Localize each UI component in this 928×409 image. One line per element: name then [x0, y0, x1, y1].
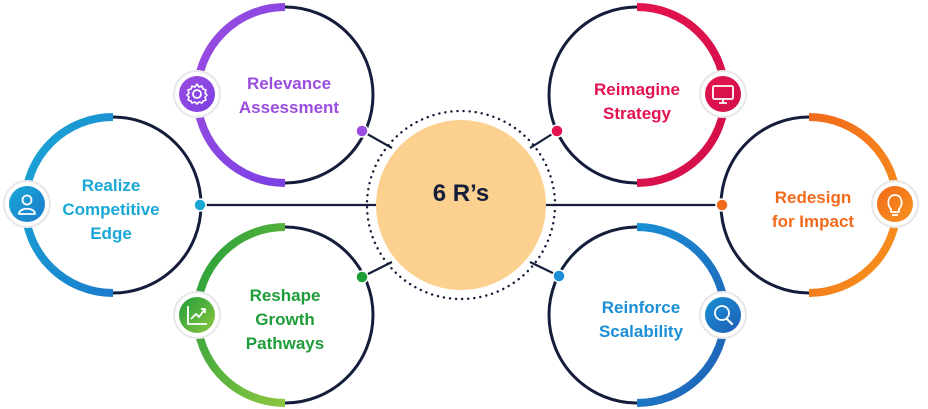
gear-icon: [173, 70, 221, 118]
lightbulb-icon: [871, 180, 919, 228]
monitor-icon: [699, 70, 747, 118]
center-dotted-ring: [365, 109, 557, 301]
dot-redesign: [715, 198, 729, 212]
dot-relevance: [355, 124, 369, 138]
label-line: Reshape: [249, 286, 321, 305]
label-line: Competitive: [62, 200, 160, 219]
dot-realize: [193, 198, 207, 212]
label-line: Edge: [90, 224, 132, 243]
chart-icon: [173, 291, 221, 339]
label-line: Growth: [255, 310, 315, 329]
label-line: Reimagine: [594, 80, 680, 99]
label-line: Reinforce: [601, 298, 681, 317]
label-line: Redesign: [774, 188, 852, 207]
dot-reinforce: [552, 269, 566, 283]
dot-reshape: [355, 270, 369, 284]
label-line: Strategy: [602, 104, 672, 123]
center-title: 6 R’s: [432, 180, 490, 207]
label-line: Pathways: [245, 334, 325, 353]
person-icon: [3, 180, 51, 228]
dot-reimagine: [550, 124, 564, 138]
label-redesign: Redesign for Impact: [738, 186, 888, 234]
label-line: Assessment: [238, 98, 340, 117]
center-circle: [376, 120, 546, 290]
search-icon: [699, 291, 747, 339]
label-line: Scalability: [598, 322, 684, 341]
icons: [3, 70, 919, 339]
rings: [21, 3, 901, 407]
label-line: for Impact: [771, 212, 855, 231]
label-line: Relevance: [246, 74, 332, 93]
label-line: Realize: [81, 176, 141, 195]
center-hub: [365, 109, 557, 301]
